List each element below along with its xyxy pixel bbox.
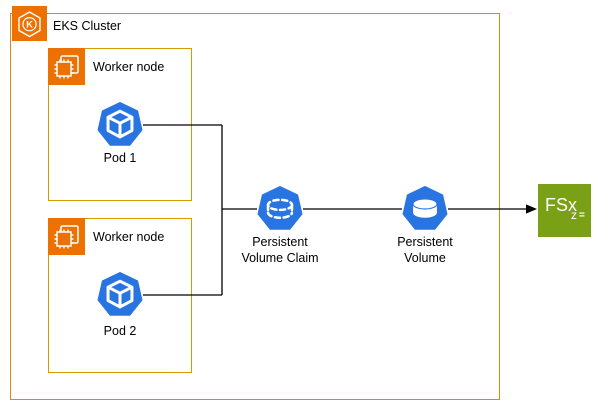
fsx-openzfs-icon: FSx z =	[538, 184, 591, 237]
worker-node-2-label: Worker node	[93, 230, 165, 244]
worker-node-2-instance-icon	[48, 218, 85, 255]
eks-cluster-icon: K	[12, 6, 47, 41]
worker-node-1-instance-icon	[48, 48, 85, 85]
persistent-volume-label: Persistent Volume	[397, 235, 453, 265]
pod-2-label: Pod 2	[103, 324, 137, 338]
persistent-volume-icon	[402, 186, 448, 230]
pod-1-icon	[97, 102, 143, 146]
persistent-volume-claim-label: Persistent Volume Claim	[241, 235, 319, 265]
worker-node-1-label: Worker node	[93, 60, 165, 74]
eks-cluster-boundary	[10, 13, 500, 400]
fsx-icon-sub-letter: z	[571, 208, 577, 222]
persistent-volume-claim-icon	[257, 186, 303, 230]
pod-2-icon	[97, 272, 143, 316]
fsx-icon-sub-bars: =	[579, 210, 585, 221]
arrowhead-icon	[526, 204, 537, 214]
eks-cluster-label: EKS Cluster	[53, 19, 122, 33]
eks-icon-letter: K	[26, 20, 33, 31]
fsx-icon-label: FSx	[545, 195, 578, 215]
pod-1-label: Pod 1	[103, 151, 137, 165]
